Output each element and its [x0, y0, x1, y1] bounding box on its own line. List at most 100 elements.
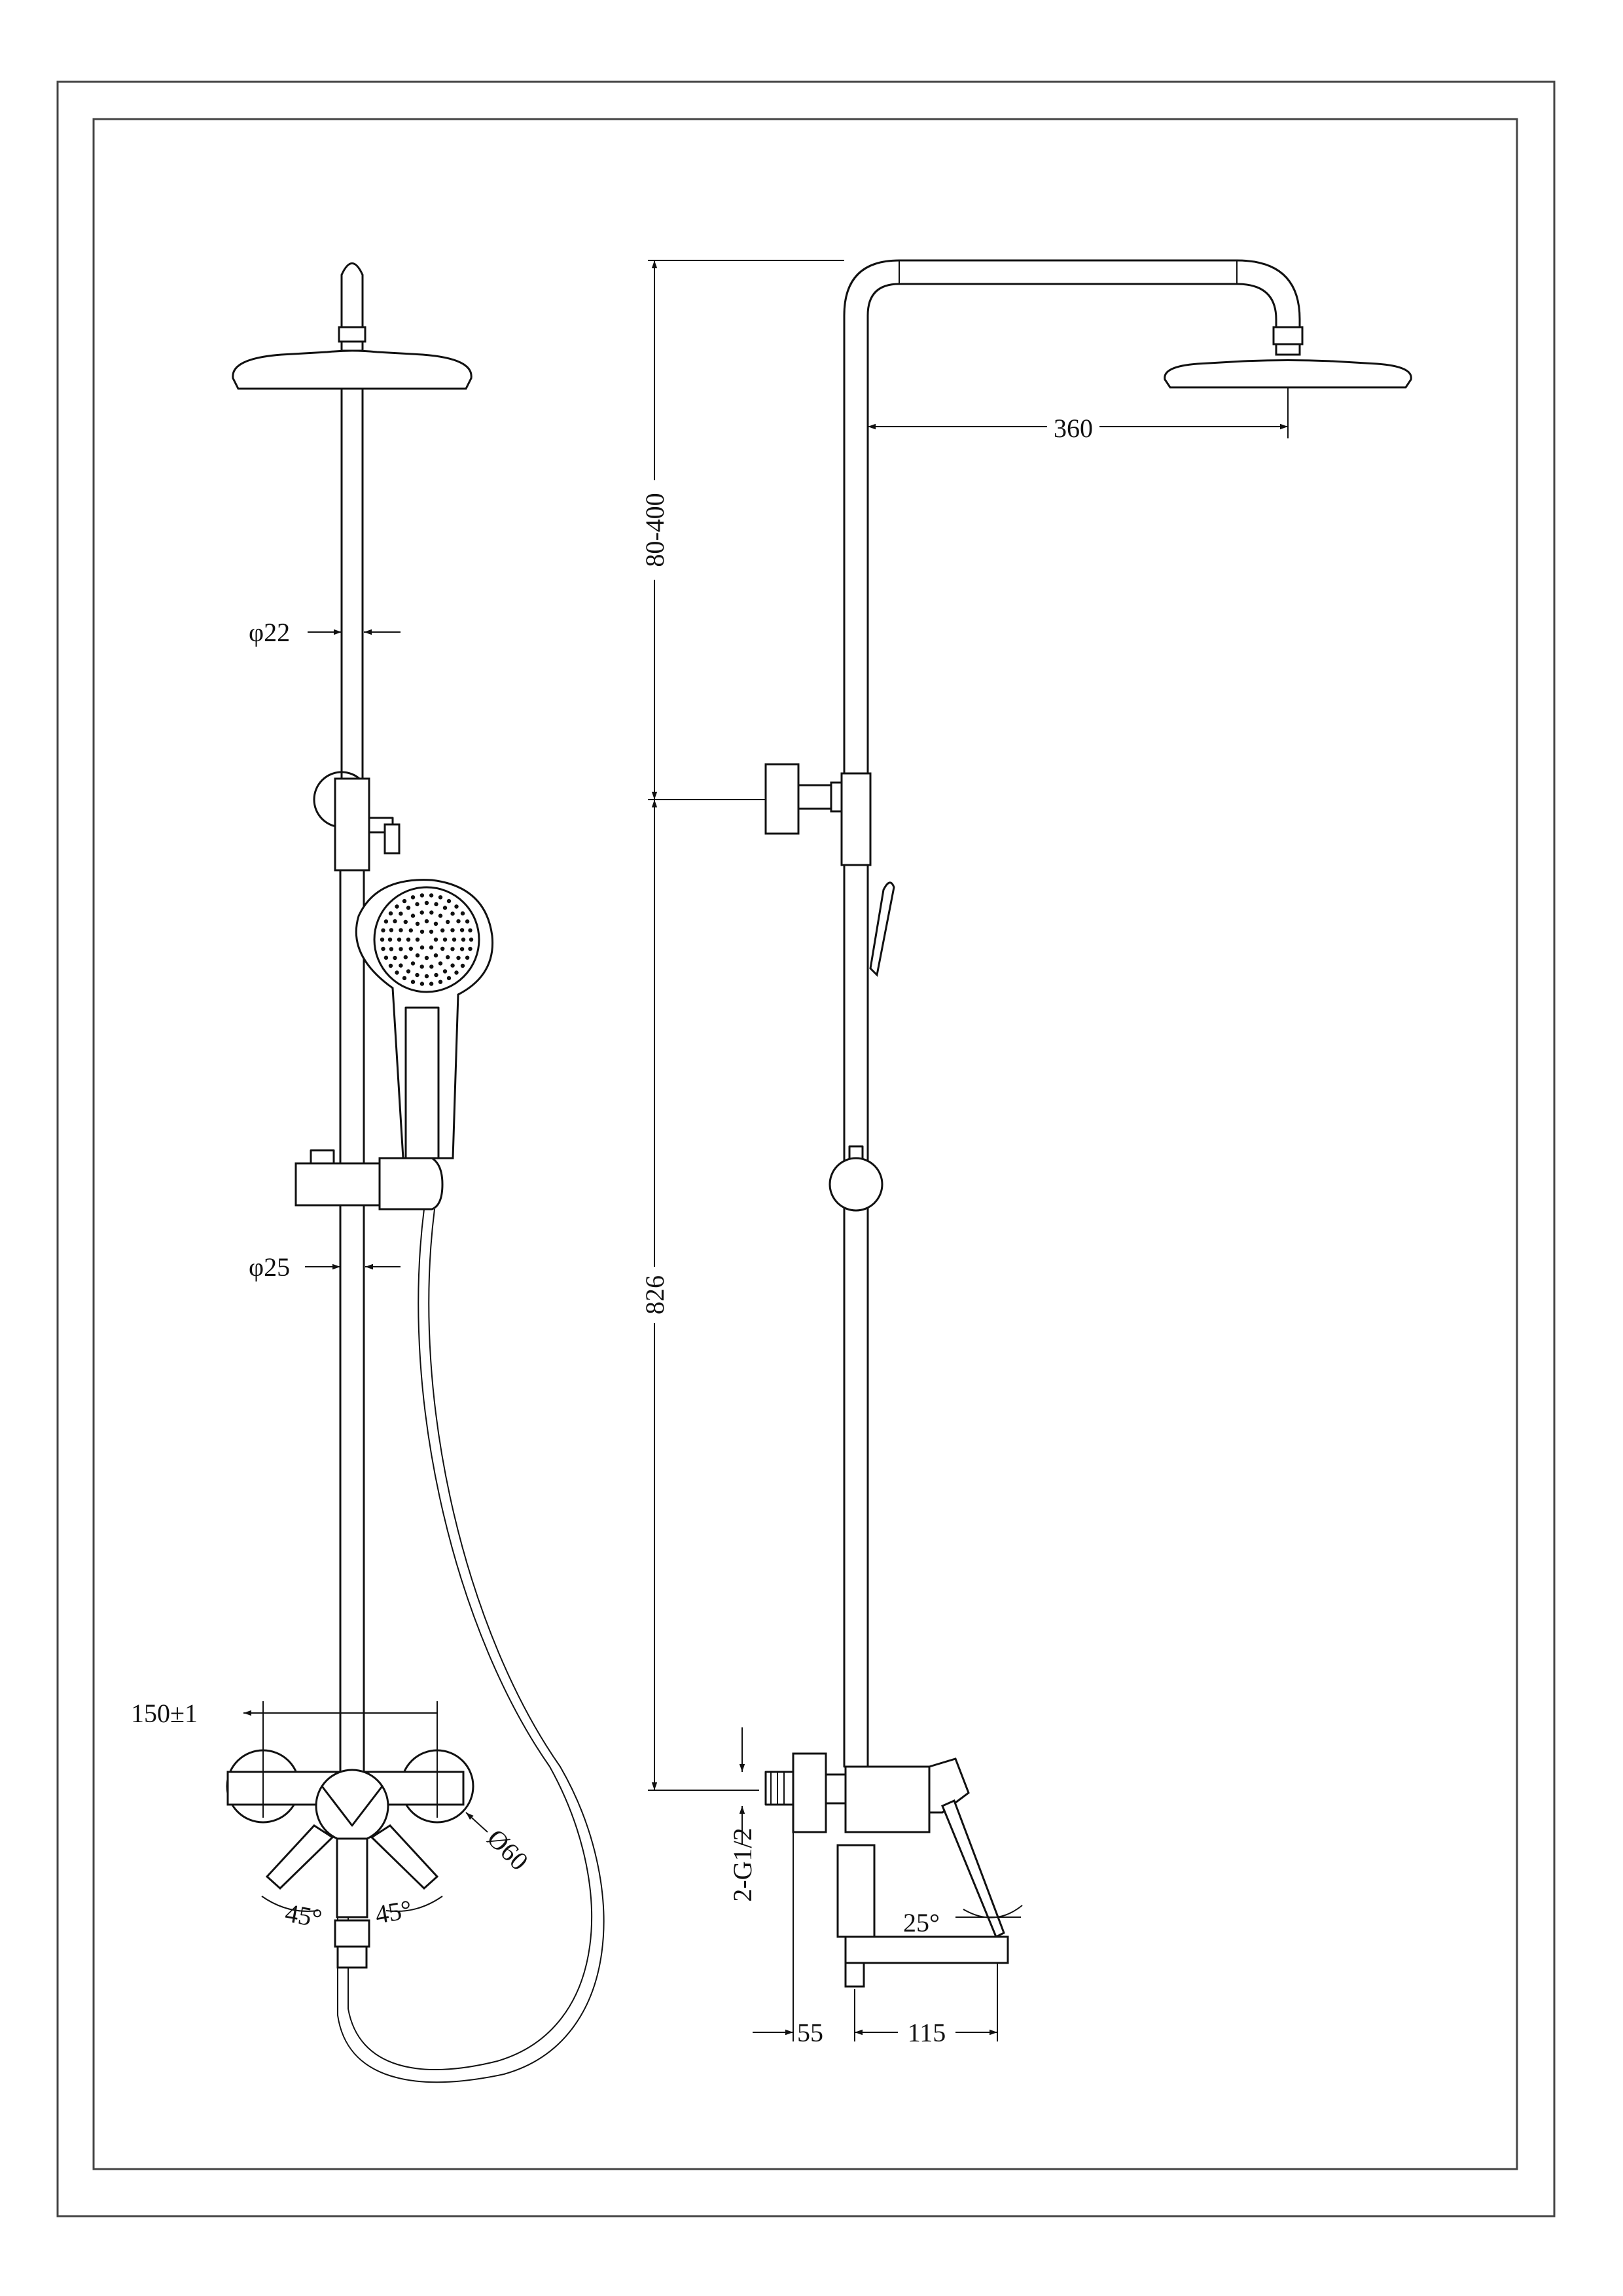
nozzle-dot: [410, 980, 416, 984]
nozzle-dot: [406, 969, 411, 974]
nozzle-dot: [429, 929, 434, 934]
head-nut-lower: [340, 340, 364, 352]
nozzle-dot: [402, 976, 407, 981]
nozzle-dot: [456, 919, 461, 924]
nozzle-dot: [433, 937, 438, 942]
nozzle-dot: [403, 919, 408, 925]
wall-bracket: [764, 763, 800, 835]
front-view: [226, 262, 605, 2083]
inlet-thread: [764, 1771, 794, 1806]
slider-button: [310, 1149, 335, 1165]
nozzle-dot: [429, 893, 434, 898]
nozzle-dot: [424, 900, 429, 906]
head-nut-upper: [338, 326, 366, 343]
side-diverter: [840, 772, 872, 866]
nozzle-dot: [410, 913, 416, 918]
angle-arc-right: [385, 1896, 443, 1913]
spout: [336, 1837, 368, 1918]
angle-arc-left: [261, 1896, 319, 1913]
nozzle-dot: [456, 955, 461, 961]
nozzle-dot: [383, 955, 389, 960]
nozzle-dot: [442, 937, 448, 942]
right-lever: [370, 1824, 439, 1890]
nozzle-dot: [434, 972, 438, 978]
nozzle-dot: [433, 953, 438, 958]
overhead-reach-label: 360: [1054, 414, 1093, 443]
nozzle-dot: [415, 902, 419, 907]
nozzle-dot: [402, 898, 407, 904]
mixer-cartridge: [315, 1769, 389, 1843]
nozzle-dot: [440, 928, 445, 933]
side-lever: [941, 1799, 1005, 1939]
nozzle-dot: [419, 893, 425, 898]
nozzle-dot: [424, 955, 429, 961]
side-mixer-body: [844, 1765, 931, 1833]
nozzle-dot: [399, 947, 403, 951]
side-view: [764, 259, 1412, 1988]
nozzle-dot: [393, 955, 397, 961]
nozzle-dot: [403, 955, 408, 960]
nozzle-dot: [424, 919, 429, 924]
flange-leader: [465, 1812, 488, 1833]
nozzle-dot: [438, 895, 443, 900]
flange-diameter-label: Ø60: [482, 1824, 535, 1877]
inlet-spacing-label: 150±1: [131, 1699, 198, 1728]
nozzle-dot: [442, 969, 448, 974]
shower-holder: [378, 1157, 444, 1210]
nozzle-dot: [415, 953, 420, 958]
nozzle-dot: [397, 937, 402, 942]
nozzle-dot: [450, 911, 455, 916]
nozzle-dot: [461, 937, 466, 942]
nozzle-dot: [454, 970, 459, 975]
side-slider: [829, 1157, 883, 1212]
nozzle-dot: [380, 937, 385, 942]
nozzle-dot: [399, 911, 403, 916]
side-outlet: [844, 1962, 865, 1988]
nozzle-dot: [442, 906, 448, 910]
nozzle-dot: [446, 919, 450, 925]
label-mask-lower: [644, 1267, 665, 1323]
side-hand-shower: [869, 881, 895, 978]
nozzle-dot: [415, 972, 419, 978]
nozzle-dot: [415, 921, 420, 927]
nozzle-dot: [450, 947, 455, 951]
bracket-arm: [797, 784, 832, 810]
nozzle-dot: [406, 937, 411, 942]
handle-chevron: [321, 1785, 383, 1827]
inlet-thread-label: 2-G1/2: [728, 1828, 757, 1901]
wall-offset-label: 55: [797, 2018, 823, 2047]
side-spout-body: [836, 1844, 876, 1938]
hose-nut: [336, 1945, 368, 1969]
handle-angle-right-label: 45°: [373, 1894, 414, 1930]
nozzle-dot: [395, 970, 399, 975]
nozzle-dot: [388, 963, 393, 968]
lever-angle-label: 25°: [903, 1908, 940, 1937]
nozzle-dot: [389, 947, 394, 951]
nozzle-dot: [381, 946, 385, 951]
hose-outer: [348, 1209, 592, 2070]
nozzle-dot: [419, 964, 424, 969]
nozzle-dot: [438, 961, 443, 966]
nozzle-dot: [419, 910, 424, 915]
side-spout: [844, 1935, 1009, 1964]
rail-slider: [294, 1162, 394, 1207]
nozzle-dot: [469, 937, 474, 942]
nozzle-dot: [440, 946, 445, 951]
nozzle-dot: [383, 919, 389, 924]
arm-outer: [843, 259, 1301, 858]
nozzle-dot: [446, 955, 450, 960]
nozzle-dot: [410, 961, 416, 966]
nozzle-dot: [465, 919, 470, 924]
nozzle-dot: [434, 902, 438, 907]
nozzle-dot: [389, 928, 394, 932]
hose-inner: [337, 1209, 605, 2083]
front-dimensions: φ22 φ25 150±1 Ø60 45° 45°: [131, 618, 534, 1934]
nozzle-dot: [406, 906, 411, 910]
inner-frame: [92, 118, 1518, 2170]
nozzle-dot: [393, 919, 397, 924]
label-mask-upper: [644, 480, 665, 580]
diverter-body: [334, 777, 370, 872]
side-nut: [825, 1773, 847, 1805]
front-shower-head: [232, 349, 473, 390]
nozzle-dot: [460, 911, 465, 916]
